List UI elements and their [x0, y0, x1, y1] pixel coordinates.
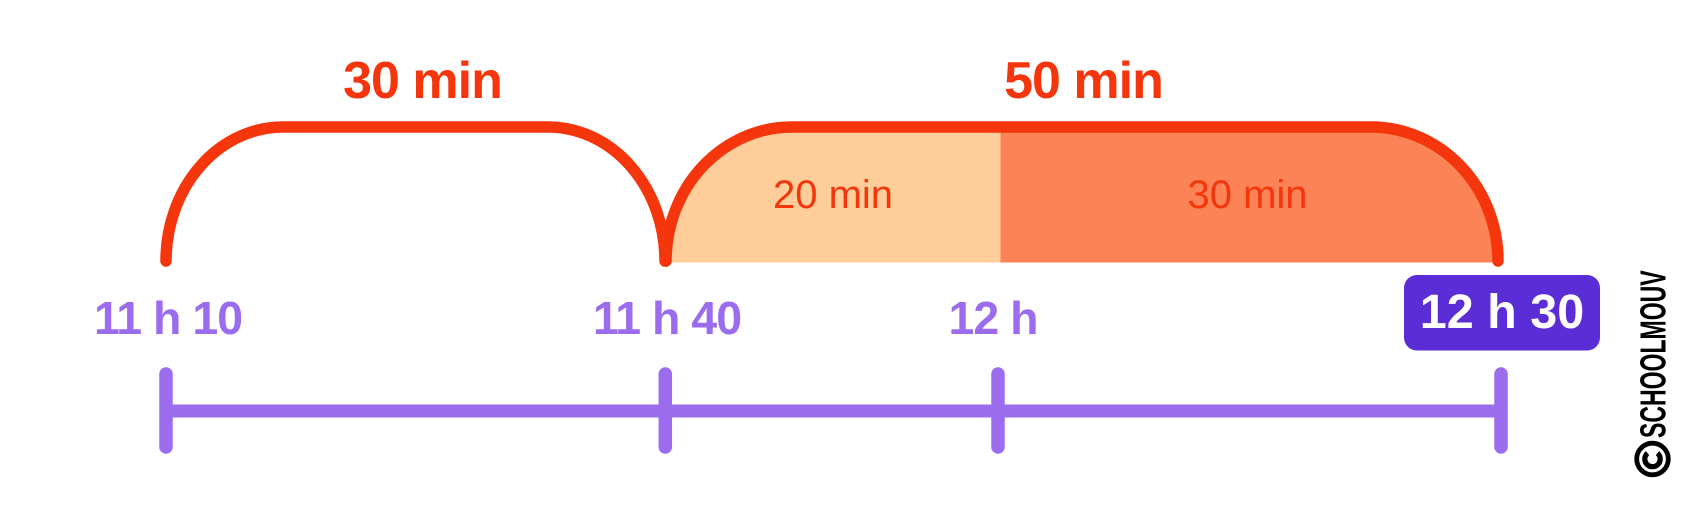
svg-text:SCHOOLMOUV: SCHOOLMOUV	[1635, 270, 1674, 438]
svg-text:20 min: 20 min	[773, 173, 893, 217]
svg-text:12 h: 12 h	[948, 292, 1037, 344]
svg-text:30 min: 30 min	[343, 52, 502, 110]
svg-text:50 min: 50 min	[1004, 52, 1163, 110]
svg-text:11 h 10: 11 h 10	[94, 292, 242, 344]
svg-text:30 min: 30 min	[1187, 173, 1307, 217]
svg-text:11 h 40: 11 h 40	[593, 292, 741, 344]
svg-text:12 h 30: 12 h 30	[1420, 285, 1584, 339]
